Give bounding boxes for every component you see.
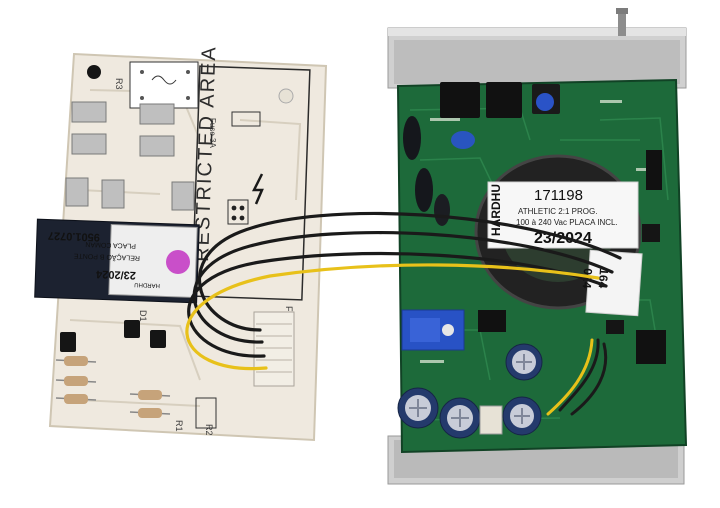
relay-brand: HARDHU bbox=[134, 281, 160, 288]
right-label-brand: HARDHU bbox=[489, 184, 503, 236]
electrolytic-capacitors bbox=[397, 343, 543, 439]
trim-potentiometer bbox=[401, 309, 465, 351]
silk-r1: R1 bbox=[174, 420, 184, 432]
blue-capacitor bbox=[451, 93, 554, 149]
silk-r3: R3 bbox=[114, 78, 124, 90]
transistors bbox=[60, 65, 166, 352]
left-connector bbox=[253, 88, 295, 387]
relay: 9501.0727 PLACA COMAN RELAÇÃO B PONTE 23… bbox=[34, 218, 200, 304]
spade-terminals bbox=[65, 101, 195, 211]
silk-r2: R2 bbox=[204, 424, 214, 436]
wire-harness bbox=[185, 211, 622, 416]
resistors bbox=[55, 356, 217, 429]
silk-d1: D1 bbox=[138, 310, 148, 322]
relay-part-number: 9501.0727 bbox=[48, 229, 100, 243]
right-label-line2: 100 à 240 Vac PLACA INCL. bbox=[516, 218, 618, 227]
right-label-line1: ATHLETIC 2:1 PROG. bbox=[518, 207, 597, 216]
relay-sticker: 9501.0727 PLACA COMAN RELAÇÃO B PONTE 23… bbox=[48, 229, 160, 288]
right-label-serial: 171198 bbox=[534, 187, 583, 204]
silk-fuse: Fuse 3A bbox=[208, 118, 217, 148]
relay-date: 23/2024 bbox=[95, 268, 136, 281]
heatsink bbox=[387, 8, 687, 485]
relay-line1: PLACA COMAN bbox=[85, 240, 136, 249]
fuse-holder-area bbox=[129, 61, 199, 109]
ic-chips bbox=[478, 224, 666, 364]
right-connector bbox=[479, 150, 662, 435]
high-voltage-icon bbox=[251, 173, 264, 205]
inductors bbox=[403, 116, 450, 226]
relay-line2: RELAÇÃO B PONTE bbox=[73, 252, 140, 263]
